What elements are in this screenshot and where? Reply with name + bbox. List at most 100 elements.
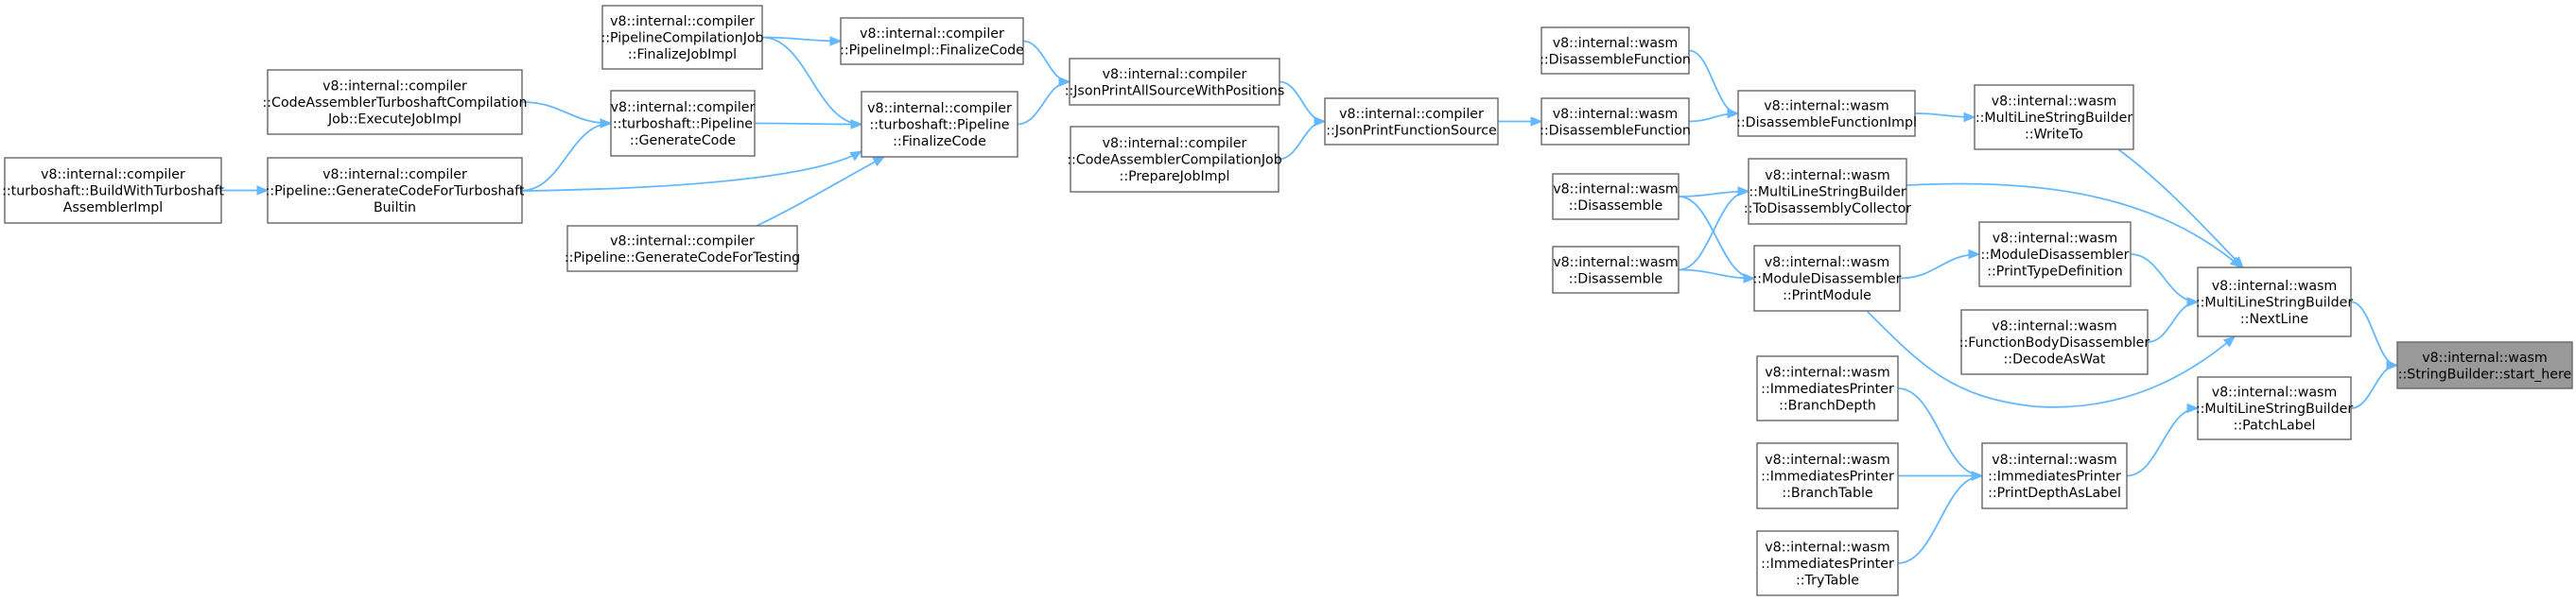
graph-node-catsexecute[interactable]: v8::internal::compiler::CodeAssemblerTur… xyxy=(262,69,528,135)
node-label-line: ::turboshaft::BuildWithTurboshaft xyxy=(2,184,224,199)
graph-node-gencodetesting[interactable]: v8::internal::compiler::Pipeline::Genera… xyxy=(565,225,800,272)
node-label-line: v8::internal::compiler xyxy=(322,167,467,182)
node-label-line: v8::internal::wasm xyxy=(1765,541,1890,556)
node-label-line: ::GenerateCode xyxy=(630,133,736,148)
edge-line xyxy=(2350,300,2398,367)
node-box xyxy=(1756,530,1899,596)
node-box xyxy=(1981,442,2128,509)
edge-line xyxy=(2126,407,2199,477)
node-label-line: ::DisassembleFunctionImpl xyxy=(1736,115,1917,130)
node-label-line: ::ModuleDisassembler xyxy=(1981,248,2130,263)
graph-node-todiscollector[interactable]: v8::internal::wasm::MultiLineStringBuild… xyxy=(1744,158,1911,225)
node-label-line: v8::internal::wasm xyxy=(1765,168,1890,183)
graph-node-pipeimplfinal[interactable]: v8::internal::compiler::PipelineImpl::Fi… xyxy=(840,17,1024,65)
arrowhead xyxy=(1743,273,1756,283)
edge-layer xyxy=(221,36,2399,564)
node-label-line: v8::internal::wasm xyxy=(1992,453,2117,468)
node-box xyxy=(1070,126,1279,193)
node-label-line: ::turboshaft::Pipeline xyxy=(869,118,1009,133)
graph-node-start-here[interactable]: v8::internal::wasm::StringBuilder::start… xyxy=(2396,341,2573,389)
edge-tsgenerate-to-tsfinalize xyxy=(754,119,863,129)
arrowhead xyxy=(256,185,270,196)
edge-printmodule-to-nextline xyxy=(1867,311,2237,408)
arrowhead xyxy=(1314,116,1327,127)
node-label-line: ::turboshaft::Pipeline xyxy=(613,117,753,132)
edge-line xyxy=(521,150,862,192)
node-box xyxy=(1960,309,2149,375)
edge-line xyxy=(1906,182,2242,268)
graph-node-decodeaswat[interactable]: v8::internal::wasm::FunctionBodyDisassem… xyxy=(1959,309,2150,375)
node-label-line: v8::internal::compiler xyxy=(611,100,756,115)
graph-node-jsonprintfn[interactable]: v8::internal::compiler::JsonPrintFunctio… xyxy=(1324,97,1499,146)
node-label-line: ::MultiLineStringBuilder xyxy=(2196,296,2353,311)
graph-node-buildwithts[interactable]: v8::internal::compiler::turboshaft::Buil… xyxy=(2,157,224,224)
edge-line xyxy=(1897,387,1983,477)
graph-node-disfnimpl[interactable]: v8::internal::wasm::DisassembleFunctionI… xyxy=(1736,90,1917,137)
graph-node-dis-b[interactable]: v8::internal::wasm::Disassemble xyxy=(1552,246,1680,294)
graph-node-branchtable[interactable]: v8::internal::wasm::ImmediatesPrinter::B… xyxy=(1756,442,1899,509)
edge-line xyxy=(1022,40,1070,83)
graph-node-disfn-a[interactable]: v8::internal::wasm::DisassembleFunction xyxy=(1540,26,1691,75)
graph-node-patchlabel[interactable]: v8::internal::wasm::MultiLineStringBuild… xyxy=(2196,376,2353,440)
arrowhead xyxy=(849,150,863,162)
node-box xyxy=(1748,158,1907,225)
node-label-line: v8::internal::wasm xyxy=(1992,94,2117,110)
node-label-line: ::JsonPrintFunctionSource xyxy=(1326,123,1497,138)
graph-node-pcjfinal[interactable]: v8::internal::compiler::PipelineCompilat… xyxy=(600,5,764,70)
node-label-line: v8::internal::wasm xyxy=(2422,351,2548,366)
edge-catsexecute-to-tsgenerate xyxy=(521,101,613,129)
graph-node-tsgenerate[interactable]: v8::internal::compiler::turboshaft::Pipe… xyxy=(610,90,756,157)
graph-node-branchdepth[interactable]: v8::internal::wasm::ImmediatesPrinter::B… xyxy=(1756,355,1899,421)
node-label-line: v8::internal::compiler xyxy=(322,79,467,94)
node-box xyxy=(1552,246,1680,294)
edge-todiscollector-to-nextline xyxy=(1906,182,2243,268)
node-label-line: ::MultiLineStringBuilder xyxy=(2196,402,2353,417)
arrowhead xyxy=(2386,360,2399,370)
node-label-line: ::PipelineImpl::FinalizeCode xyxy=(840,43,1024,58)
arrowhead xyxy=(1727,108,1740,119)
node-label-line: v8::internal::wasm xyxy=(1553,107,1679,122)
node-label-line: ::BranchTable xyxy=(1782,486,1872,501)
node-box xyxy=(2197,376,2352,440)
graph-node-nextline[interactable]: v8::internal::wasm::MultiLineStringBuild… xyxy=(2196,266,2353,337)
arrowhead xyxy=(1530,116,1543,127)
node-label-line: ::ImmediatesPrinter xyxy=(1761,382,1894,397)
graph-node-printdepth[interactable]: v8::internal::wasm::ImmediatesPrinter::P… xyxy=(1981,442,2128,509)
node-box xyxy=(1756,355,1899,421)
node-label-line: ::Pipeline::GenerateCodeForTurboshaft xyxy=(266,184,525,199)
edge-trytable-to-printdepth xyxy=(1897,471,1984,564)
graph-node-gencodetsbuiltin[interactable]: v8::internal::compiler::Pipeline::Genera… xyxy=(266,157,525,224)
graph-node-jsonprintall[interactable]: v8::internal::compiler::JsonPrintAllSour… xyxy=(1065,58,1285,106)
edge-printdepth-to-patchlabel xyxy=(2126,403,2200,477)
node-label-line: ::WriteTo xyxy=(2025,128,2083,143)
node-label-line: ::CodeAssemblerCompilationJob xyxy=(1067,153,1281,168)
node-label-line: v8::internal::compiler xyxy=(41,167,185,182)
graph-node-preparejob[interactable]: v8::internal::compiler::CodeAssemblerCom… xyxy=(1067,126,1282,193)
edge-dis-b-to-printmodule xyxy=(1678,268,1756,283)
graph-node-disfn-b[interactable]: v8::internal::wasm::DisassembleFunction xyxy=(1540,97,1691,146)
graph-node-trytable[interactable]: v8::internal::wasm::ImmediatesPrinter::T… xyxy=(1756,530,1899,596)
graph-node-tsfinalize[interactable]: v8::internal::compiler::turboshaft::Pipe… xyxy=(861,91,1018,158)
graph-node-writeto[interactable]: v8::internal::wasm::MultiLineStringBuild… xyxy=(1974,84,2134,150)
edge-disfn-a-to-disfnimpl xyxy=(1688,49,1740,119)
node-label-line: v8::internal::wasm xyxy=(1553,36,1679,51)
node-label-line: ::PipelineCompilationJob xyxy=(600,31,763,46)
node-label-line: ::JsonPrintAllSourceWithPositions xyxy=(1065,83,1285,98)
graph-node-printtypedef[interactable]: v8::internal::wasm::ModuleDisassembler::… xyxy=(1978,221,2132,287)
edge-preparejob-to-jsonprintfn xyxy=(1278,116,1327,161)
node-label-line: v8::internal::wasm xyxy=(1992,319,2117,335)
arrowhead xyxy=(1963,112,1976,123)
edge-line xyxy=(2130,253,2199,303)
node-label-line: v8::internal::wasm xyxy=(1765,453,1890,468)
node-label-line: v8::internal::wasm xyxy=(1993,232,2118,247)
node-box xyxy=(601,5,763,70)
node-box xyxy=(1753,245,1901,312)
node-label-line: v8::internal::compiler xyxy=(867,101,1012,116)
node-label-line: ::StringBuilder::start_here xyxy=(2398,367,2572,382)
node-box xyxy=(1978,221,2132,287)
graph-node-printmodule[interactable]: v8::internal::wasm::ModuleDisassembler::… xyxy=(1753,245,1902,312)
graph-node-dis-a[interactable]: v8::internal::wasm::Disassemble xyxy=(1552,173,1680,220)
node-label-line: ::PrepareJobImpl xyxy=(1120,169,1230,184)
edge-line xyxy=(1867,311,2236,408)
